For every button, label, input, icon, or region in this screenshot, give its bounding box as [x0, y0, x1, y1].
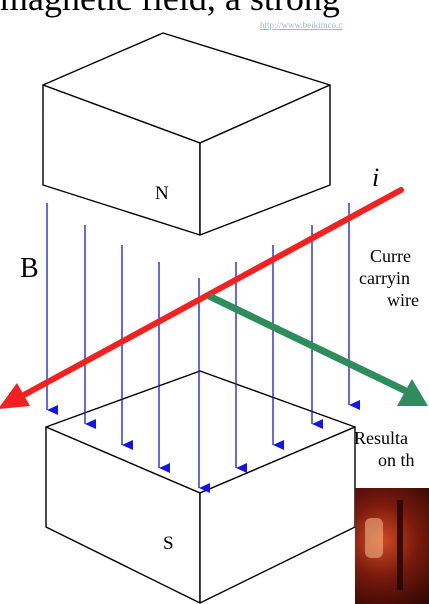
south-magnet-block — [46, 371, 355, 603]
experiment-photo — [355, 488, 429, 604]
magnetic-field-label: B — [20, 253, 39, 285]
photo-highlight — [365, 518, 383, 558]
force-vector-shaft — [209, 296, 406, 391]
north-magnet-block — [43, 33, 330, 235]
slide-heading: magnetic field, a strong — [0, 0, 340, 18]
wire-caption-line: carryin — [359, 267, 410, 289]
wire-caption-line: wire — [387, 289, 419, 311]
force-caption-line: Resulta — [354, 427, 408, 449]
current-label: i — [372, 163, 379, 193]
force-caption-line: on th — [378, 449, 415, 471]
wire-caption-line: Curre — [370, 245, 411, 267]
source-url-link[interactable]: http://www.beikimco.c — [260, 20, 342, 30]
north-pole-label: N — [155, 183, 169, 205]
photo-apparatus — [397, 500, 403, 590]
south-pole-label: S — [163, 533, 174, 555]
